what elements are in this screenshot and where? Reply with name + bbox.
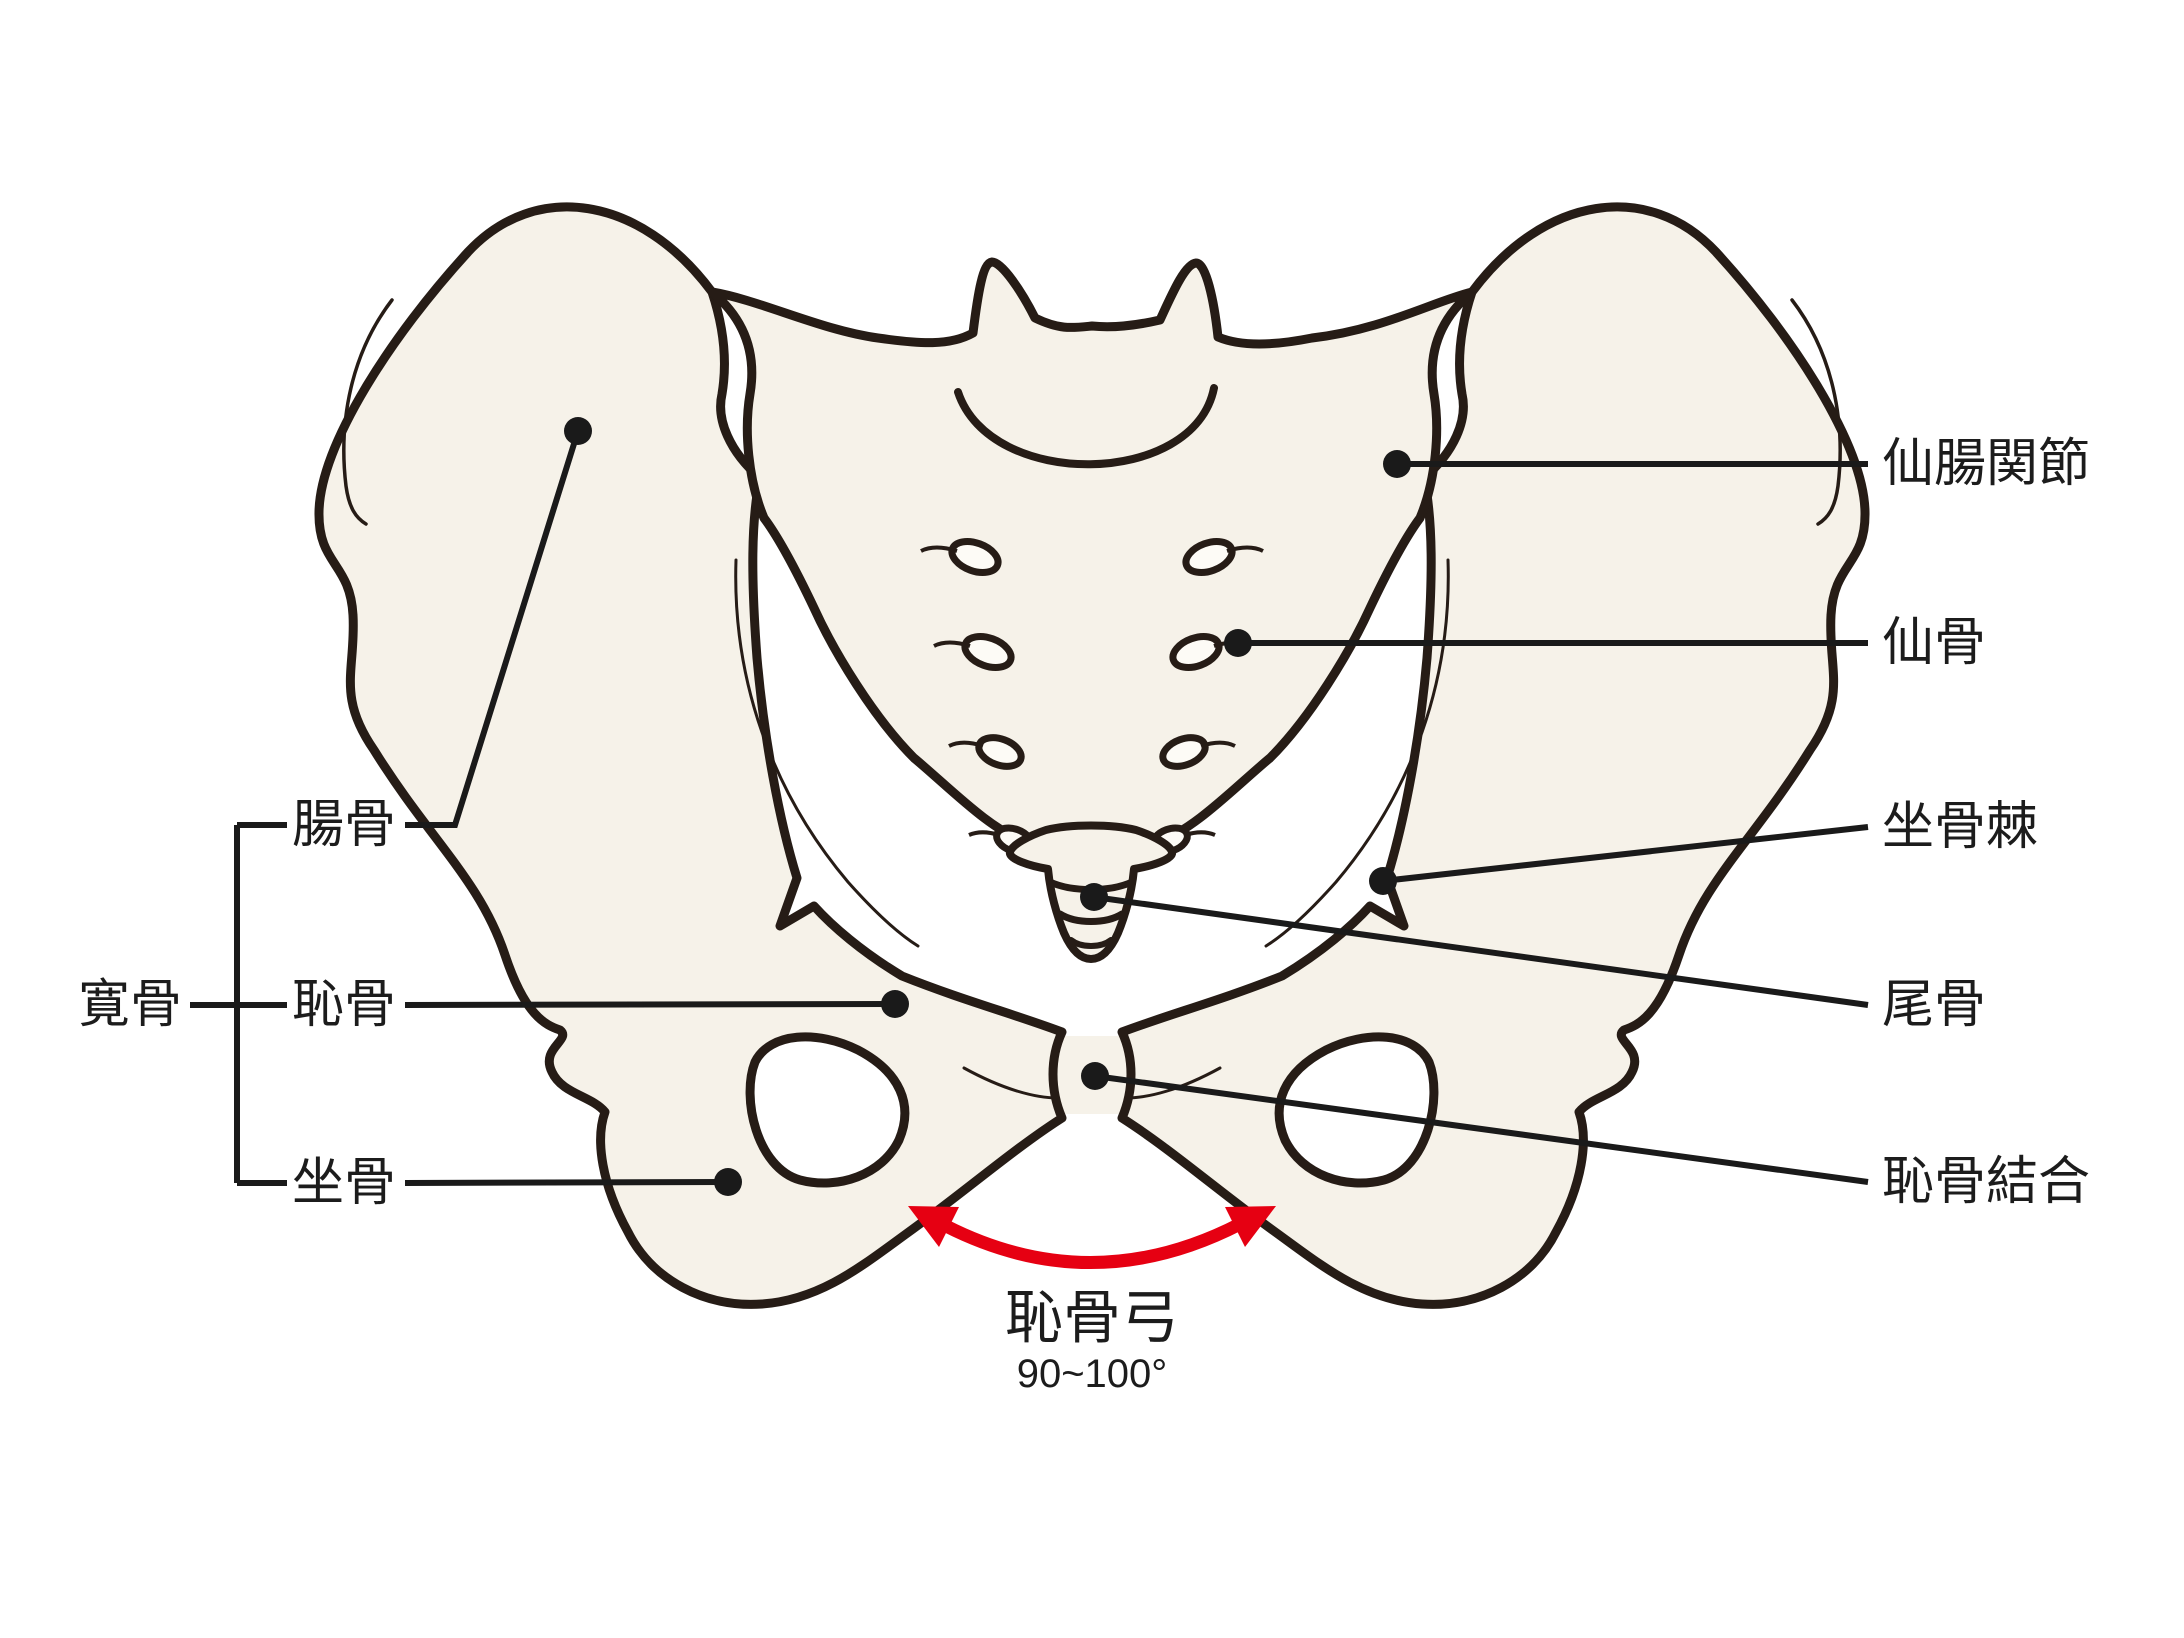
dot-pubic-symphysis — [1081, 1062, 1109, 1090]
label-pubic-arch-angle: 90~100° — [1017, 1352, 1168, 1396]
arrowhead-right-icon — [1225, 1206, 1276, 1247]
dot-pubis — [881, 990, 909, 1018]
foramen-tail — [933, 640, 971, 648]
pubic-crest-line — [962, 1066, 1060, 1100]
arch-arc — [939, 1217, 1247, 1269]
coccyx-segment-line — [1056, 910, 1126, 925]
arcuate-line — [734, 558, 920, 948]
s1-body-arc — [954, 384, 1218, 469]
leader-coccyx — [1093, 894, 1869, 1008]
hip-bone-shape — [314, 202, 1067, 1309]
leader-ilium — [405, 430, 581, 828]
arrowhead-left-icon — [908, 1206, 959, 1247]
leader-ischial-spine — [1382, 824, 1869, 884]
label-pubic-symphysis: 恥骨結合 — [1882, 1153, 2090, 1211]
foramen-tail — [1226, 545, 1264, 553]
label-sacroiliac-joint: 仙腸関節 — [1882, 435, 2090, 493]
foramen-tail — [948, 740, 984, 748]
leader-pubic-symphysis — [1094, 1073, 1869, 1185]
iliac-fossa-line — [342, 298, 394, 526]
left-hip-bone — [314, 202, 1067, 1309]
label-ilium: 腸骨 — [292, 796, 396, 854]
foramen-tail — [1184, 830, 1216, 837]
leader-ischium — [404, 1179, 729, 1186]
callout-lines — [190, 430, 1869, 1186]
pubic-arch-arrow — [908, 1206, 1276, 1269]
dot-ischial-spine — [1369, 867, 1397, 895]
label-pubis: 恥骨 — [292, 976, 396, 1034]
label-sacrum: 仙骨 — [1882, 614, 1986, 672]
coccyx-segment-line — [1068, 937, 1114, 949]
sacrum-shape — [707, 257, 1477, 855]
foramen-tail — [968, 830, 1000, 837]
foramen-tail — [1200, 740, 1236, 748]
dot-sacroiliac-joint — [1383, 450, 1411, 478]
label-pubic-arch: 恥骨弓 — [1005, 1286, 1179, 1351]
dot-sacrum — [1224, 629, 1252, 657]
leader-pubis — [404, 1001, 896, 1008]
label-ischial-spine: 坐骨棘 — [1882, 798, 2038, 856]
dot-coccyx — [1080, 883, 1108, 911]
foramen-tail — [920, 545, 958, 553]
label-ischium: 坐骨 — [292, 1154, 396, 1212]
dot-ilium — [564, 417, 592, 445]
callout-dots — [564, 417, 1411, 1196]
label-hip-bone: 寛骨 — [78, 976, 182, 1034]
label-coccyx: 尾骨 — [1882, 976, 1986, 1034]
dot-ischium — [714, 1168, 742, 1196]
